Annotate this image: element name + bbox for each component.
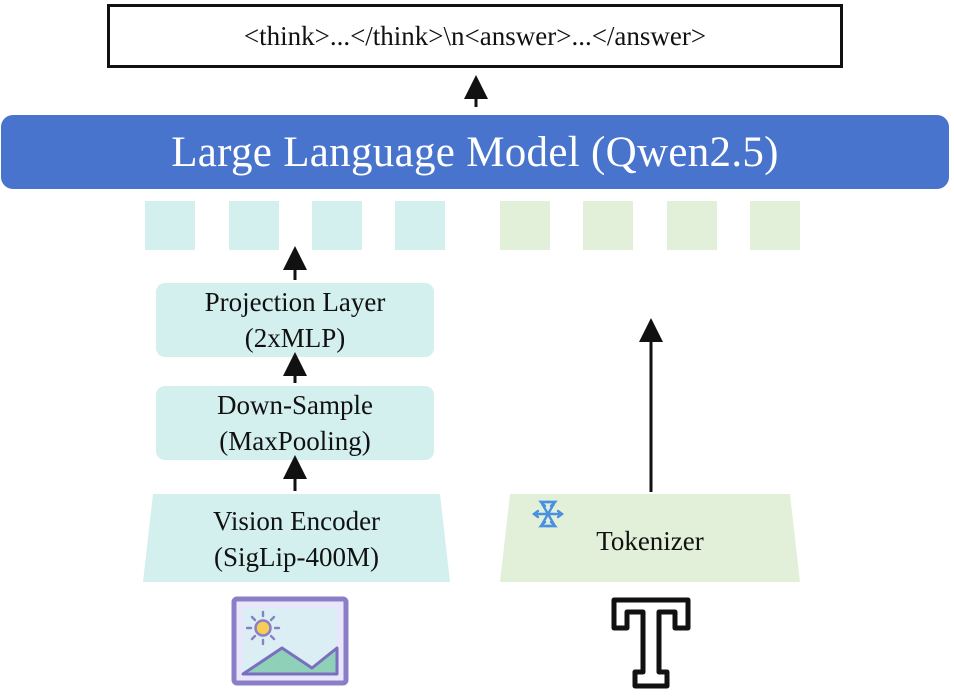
projection-layer-block: Projection Layer (2xMLP) [156, 283, 434, 357]
vision-token [229, 201, 279, 250]
projection-layer-title: Projection Layer [204, 287, 386, 317]
image-icon [231, 596, 349, 686]
text-T-icon [611, 597, 691, 689]
text-token [750, 201, 800, 250]
output-format-box: <think>...</think>\n<answer>...</answer> [107, 4, 843, 68]
vision-encoder-subtitle: (SigLip-400M) [214, 542, 379, 572]
downsample-subtitle: (MaxPooling) [219, 426, 371, 456]
tokenizer-shape [500, 494, 800, 582]
vision-token [145, 201, 195, 250]
llm-block: Large Language Model (Qwen2.5) [1, 115, 949, 189]
vision-token [395, 201, 445, 250]
projection-layer-subtitle: (2xMLP) [244, 323, 346, 353]
downsample-block: Down-Sample (MaxPooling) [156, 386, 434, 460]
tokenizer-title: Tokenizer [596, 526, 704, 556]
tokenizer-label: Tokenizer [500, 523, 800, 559]
vision-token [312, 201, 362, 250]
downsample-title: Down-Sample [217, 390, 373, 420]
vision-encoder-title: Vision Encoder [212, 506, 381, 536]
output-format-text: <think>...</think>\n<answer>...</answer> [243, 20, 707, 51]
llm-label: Large Language Model (Qwen2.5) [171, 128, 779, 176]
text-token [583, 201, 633, 250]
snowflake-icon [532, 500, 564, 528]
vision-encoder-shape [143, 494, 450, 582]
text-token [667, 201, 717, 250]
vision-encoder-label: Vision Encoder (SigLip-400M) [143, 503, 450, 575]
text-token [500, 201, 550, 250]
